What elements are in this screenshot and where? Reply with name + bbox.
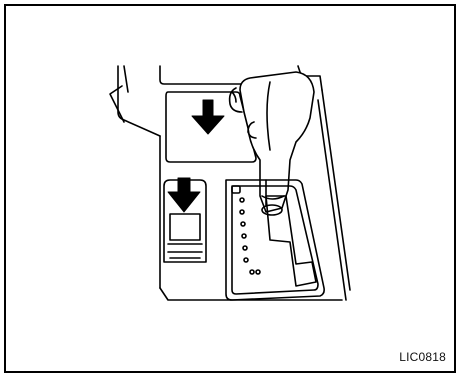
shift-lever (230, 72, 314, 215)
down-arrow-icon (192, 100, 224, 134)
figure-code: LIC0818 (399, 350, 446, 364)
down-arrow-icon (168, 178, 200, 212)
